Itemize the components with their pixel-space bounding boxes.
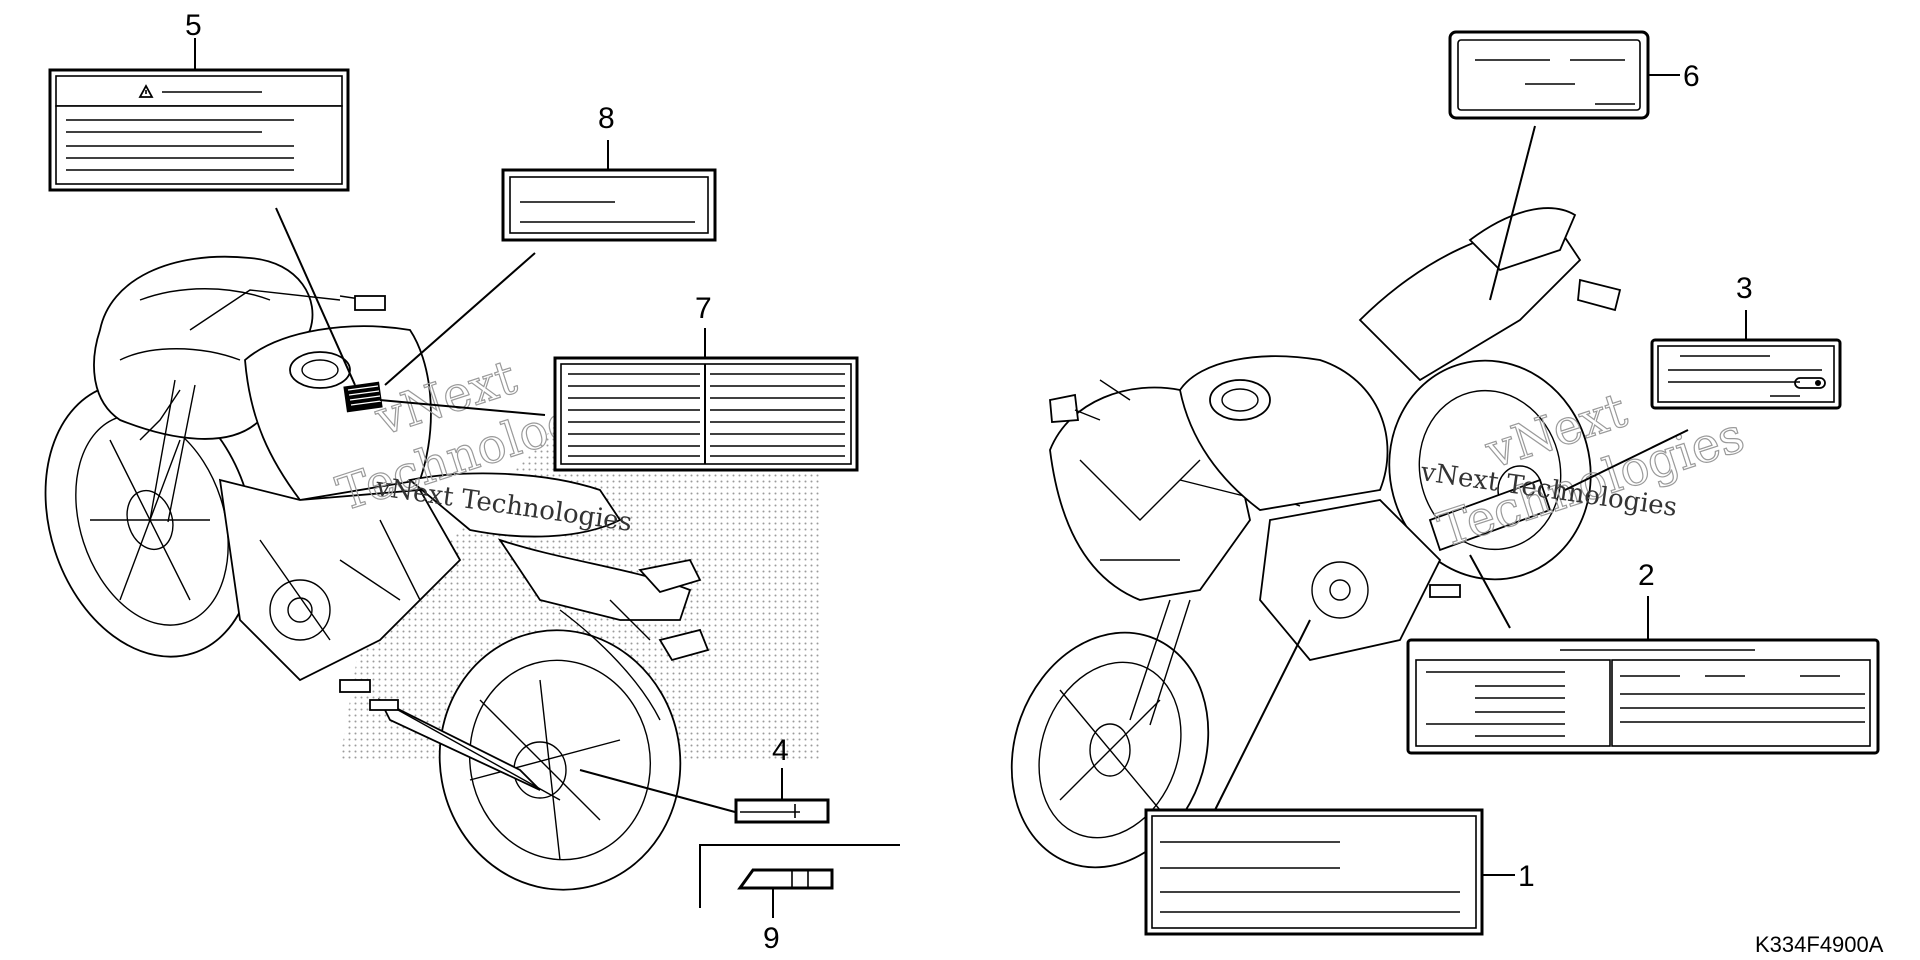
callout-4: 4 (772, 734, 789, 767)
motorcycle-left-view (44, 255, 710, 891)
label-1 (1144, 619, 1484, 936)
warning-triangle-icon (138, 84, 154, 98)
callout-9: 9 (763, 922, 780, 955)
callout-2: 2 (1638, 559, 1655, 592)
label-6 (1448, 30, 1650, 301)
key-icon (1794, 377, 1826, 389)
callout-1: 1 (1518, 860, 1535, 893)
motorcycle-right-view (1010, 207, 1622, 869)
callout-6: 6 (1683, 60, 1700, 93)
callout-8: 8 (598, 102, 615, 135)
callout-5: 5 (185, 9, 202, 42)
callout-3: 3 (1736, 272, 1753, 305)
label-8 (384, 168, 717, 386)
label-5 (48, 68, 356, 386)
label-7 (379, 356, 859, 472)
label-3 (1564, 338, 1842, 491)
label-9 (699, 844, 900, 908)
callout-7: 7 (695, 292, 712, 325)
label-4 (579, 769, 830, 824)
label-2 (1406, 554, 1880, 755)
part-code: K334F4900A (1755, 932, 1884, 957)
